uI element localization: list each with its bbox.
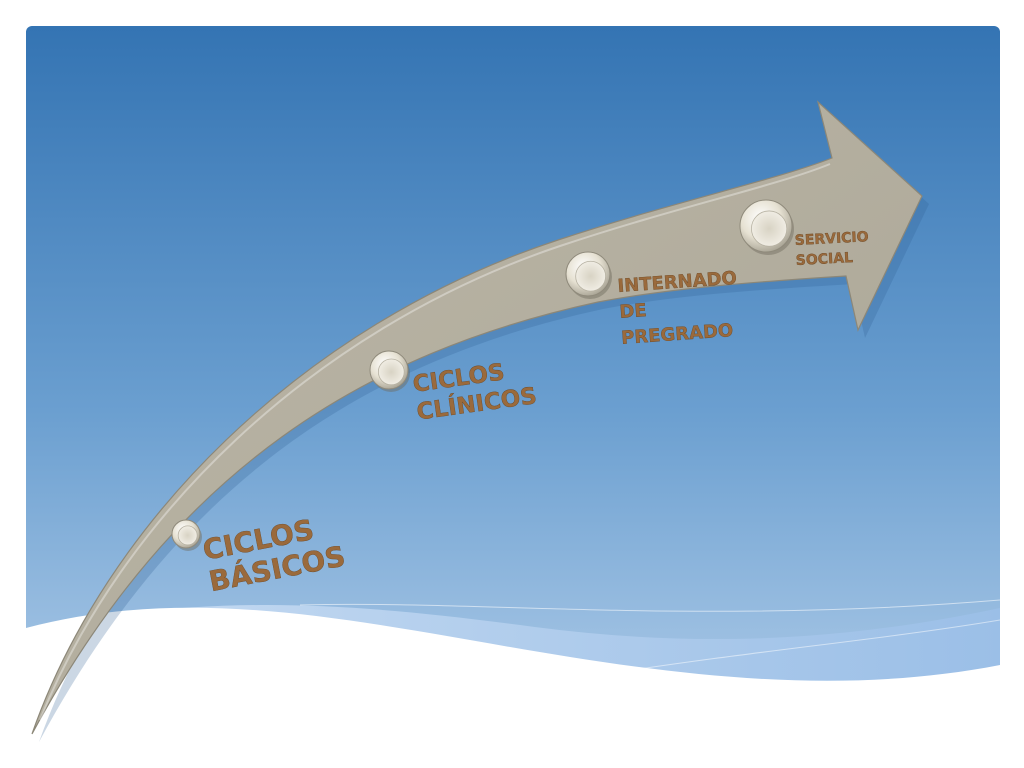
circle-marker-icon bbox=[739, 199, 794, 255]
wave-line-1 bbox=[299, 599, 1001, 612]
stage-label-4: SERVICIOSOCIAL bbox=[794, 229, 870, 269]
circle-marker-icon bbox=[369, 350, 410, 392]
wave-white-band bbox=[26, 607, 1000, 740]
stage-label-line: SOCIAL bbox=[795, 250, 853, 269]
circle-marker-icon bbox=[565, 251, 612, 299]
wave-line-2 bbox=[599, 619, 1001, 676]
stage-markers bbox=[171, 199, 794, 551]
page-bottom-white bbox=[0, 726, 1024, 768]
stage-label-line: DE bbox=[619, 300, 648, 323]
progression-arrow bbox=[31, 100, 923, 735]
circle-marker-icon bbox=[171, 519, 202, 551]
stage-label-line: SERVICIO bbox=[794, 229, 869, 249]
stage-label-3: INTERNADODEPREGRADO bbox=[617, 268, 741, 349]
arrow-highlight bbox=[39, 163, 831, 721]
